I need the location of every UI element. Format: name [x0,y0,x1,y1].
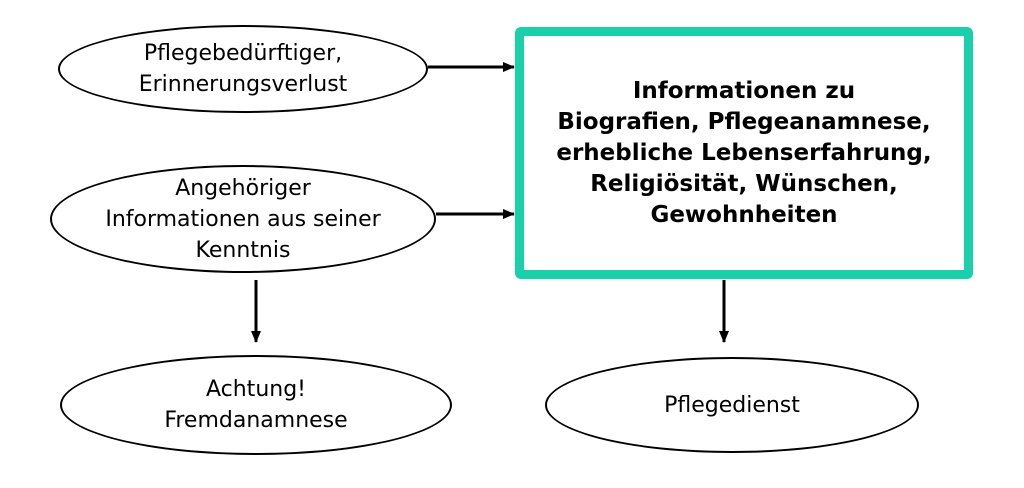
service-node-text: Pflegedienst [664,390,800,421]
service-node: Pflegedienst [545,357,919,453]
info-line-4: Religiösität, Wünschen, [590,170,898,197]
info-line-1: Informationen zu [632,77,856,104]
relative-node-text: Angehöriger Informationen aus seiner Ken… [105,173,380,266]
service-line-1: Pflegedienst [664,392,800,418]
attention-line-1: Achtung! [205,377,306,402]
relative-line-1: Angehöriger [175,175,311,201]
patient-line-2: Erinnerungsverlust [138,72,348,97]
attention-line-2: Fremdanamnese [164,408,348,433]
info-line-5: Gewohnheiten [650,201,838,228]
attention-node: Achtung! Fremdanamnese [60,355,452,455]
patient-node-text: Pflegebedürftiger, Erinnerungsverlust [139,38,348,100]
attention-node-text: Achtung! Fremdanamnese [164,374,347,436]
info-line-3: erhebliche Lebenserfahrung, [556,139,932,166]
info-box: Informationen zu Biografien, Pflegeanamn… [515,27,973,279]
info-box-text: Informationen zu Biografien, Pflegeanamn… [556,76,931,231]
relative-node: Angehöriger Informationen aus seiner Ken… [50,165,436,273]
patient-node: Pflegebedürftiger, Erinnerungsverlust [58,25,428,113]
patient-line-1: Pflegebedürftiger, [143,41,343,66]
relative-line-2: Informationen aus seiner [105,206,381,232]
info-line-2: Biografien, Pflegeanamnese, [557,108,931,135]
relative-line-3: Kenntnis [195,237,291,263]
